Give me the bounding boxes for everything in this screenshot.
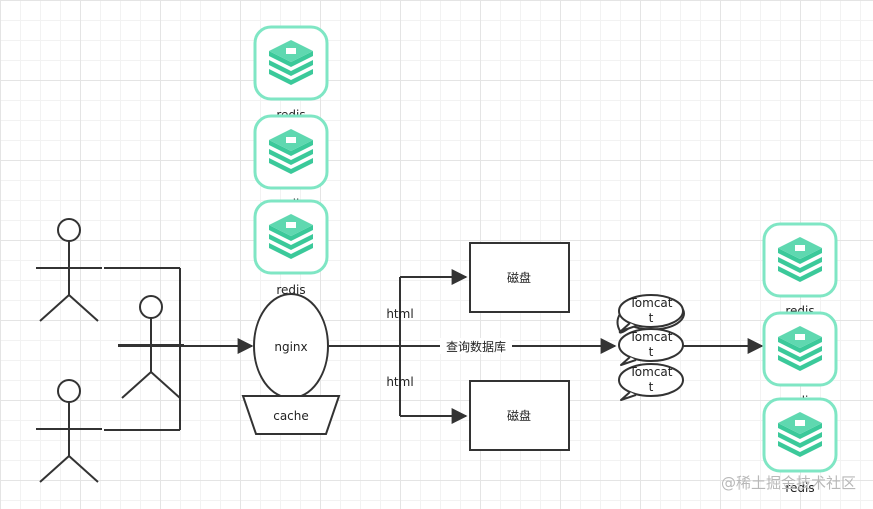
tomcat-node-bottom: Tomcat t <box>618 363 684 401</box>
disk-label-bottom: 磁盘 <box>507 408 531 423</box>
nginx-label: nginx <box>274 340 307 354</box>
tomcat-label-top-2: t <box>649 311 654 325</box>
tomcat-label-middle-1: Tomcat <box>629 330 673 344</box>
cache-node <box>241 395 341 435</box>
redis-label-right-3: redis <box>785 481 814 495</box>
tomcat-label-middle-2: t <box>649 345 654 359</box>
query-db-label: 查询数据库 <box>446 339 506 354</box>
tomcat-node-top: Tomcat t <box>616 294 685 334</box>
redis-icon <box>762 397 838 473</box>
tomcat-label-bottom-2: t <box>649 380 654 394</box>
cache-label: cache <box>273 409 309 423</box>
disk-label-top: 磁盘 <box>507 270 531 285</box>
redis-icon <box>253 199 329 275</box>
redis-icon <box>253 114 329 190</box>
query-db-label-bg <box>440 338 512 354</box>
redis-icon <box>762 311 838 387</box>
user-bottom-left <box>35 379 103 483</box>
html-label-bottom: html <box>386 375 413 389</box>
redis-label-3: redis <box>276 283 305 297</box>
user-connector-lines <box>104 267 181 431</box>
disk-node-bottom <box>469 380 570 451</box>
disk-node-top <box>469 242 570 313</box>
watermark: @稀土掘金技术社区 <box>721 474 856 492</box>
tomcat-node-middle: Tomcat t <box>618 328 684 366</box>
redis-icon <box>253 25 329 101</box>
redis-icon <box>762 222 838 298</box>
tomcat-label-top-1: Tomcat <box>629 296 673 310</box>
user-top-left <box>35 218 103 322</box>
html-label-top: html <box>386 307 413 321</box>
tomcat-label-bottom-1: Tomcat <box>629 365 673 379</box>
